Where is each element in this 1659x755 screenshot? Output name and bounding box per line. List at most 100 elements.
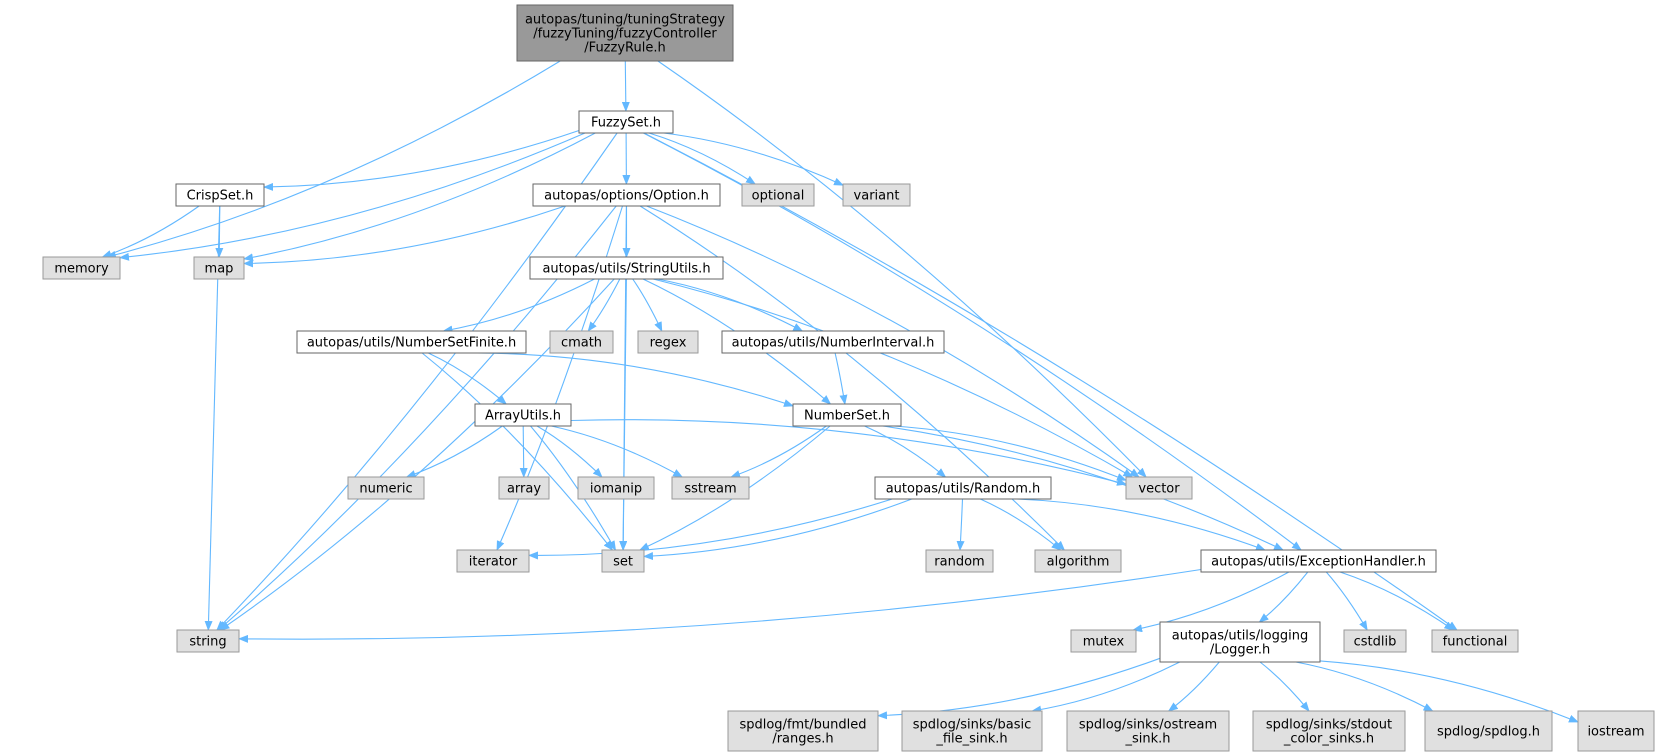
- edge-logger-to-iostream: [1319, 660, 1579, 723]
- node-label-ostream: spdlog/sinks/ostream: [1079, 718, 1217, 733]
- node-label-vector: vector: [1138, 482, 1180, 497]
- node-array: array: [498, 476, 550, 500]
- edge-numberset-to-random_h: [864, 425, 947, 478]
- node-label-variant: variant: [854, 189, 900, 204]
- node-box-mutex: [1070, 629, 1137, 653]
- node-box-array: [498, 476, 550, 500]
- edge-fuzzyset-to-variant: [663, 132, 844, 186]
- node-algorithm: algorithm: [1034, 549, 1122, 573]
- nodes-layer: autopas/tuning/tuningStrategy/fuzzyTunin…: [42, 4, 1655, 752]
- node-label-spdlog: spdlog/spdlog.h: [1437, 725, 1540, 740]
- edge-random_h-to-iterator: [528, 498, 893, 560]
- node-box-exceptionhandler: [1200, 549, 1437, 573]
- node-string: string: [176, 629, 240, 653]
- edge-stringutils-to-cmath: [587, 278, 621, 332]
- node-box-cstdlib: [1343, 629, 1407, 653]
- edge-numberset-to-vector: [893, 425, 1127, 481]
- node-sstream: sstream: [671, 476, 750, 500]
- node-label-cstdlib: cstdlib: [1354, 635, 1397, 650]
- node-label-map: map: [205, 262, 234, 277]
- node-box-variant: [842, 183, 911, 207]
- edge-fuzzyset-to-map: [243, 132, 596, 262]
- node-box-string: [176, 629, 240, 653]
- node-cmath: cmath: [549, 330, 614, 354]
- edge-random_h-to-exceptionhandler: [1016, 498, 1266, 551]
- node-label-option: autopas/options/Option.h: [544, 189, 709, 204]
- edge-stringutils-to-set: [619, 278, 628, 551]
- node-label-numberset: NumberSet.h: [804, 409, 890, 424]
- node-basicfile: spdlog/sinks/basic_file_sink.h: [901, 710, 1043, 752]
- node-label-fuzzyset: FuzzySet.h: [591, 116, 661, 131]
- edge-numberinterval-to-numberset: [834, 352, 848, 405]
- node-arrayutils[interactable]: ArrayUtils.h: [474, 403, 572, 427]
- node-fuzzyset[interactable]: FuzzySet.h: [578, 110, 674, 134]
- node-label-stdout: _color_sinks.h: [1283, 732, 1374, 747]
- node-box-regex: [637, 330, 699, 354]
- edge-logger-to-basicfile: [1031, 661, 1181, 714]
- node-random_h[interactable]: autopas/utils/Random.h: [874, 476, 1052, 500]
- node-box-cmath: [549, 330, 614, 354]
- node-label-regex: regex: [650, 336, 687, 351]
- node-box-memory: [42, 256, 121, 280]
- node-box-numberset: [792, 403, 902, 427]
- node-box-set: [601, 549, 645, 573]
- node-box-random_h: [874, 476, 1052, 500]
- node-label-root: /FuzzyRule.h: [584, 41, 665, 56]
- edge-random_h-to-set: [643, 498, 912, 561]
- node-label-mutex: mutex: [1083, 635, 1125, 650]
- node-label-ostream: _sink.h: [1124, 732, 1170, 747]
- edge-exceptionhandler-to-mutex: [1132, 571, 1290, 633]
- edge-stringutils-to-vector: [652, 278, 1134, 478]
- node-box-fuzzyset: [578, 110, 674, 134]
- edge-arrayutils-to-sstream: [551, 425, 684, 478]
- edge-exceptionhandler-to-string: [238, 568, 1202, 643]
- edge-fuzzyset-to-string: [216, 132, 618, 631]
- edge-arrayutils-to-iomanip: [536, 425, 603, 478]
- node-exceptionhandler[interactable]: autopas/utils/ExceptionHandler.h: [1200, 549, 1437, 573]
- node-random: random: [925, 549, 994, 573]
- node-label-logger: /Logger.h: [1210, 643, 1270, 658]
- edge-fuzzyset-to-exceptionhandler: [643, 132, 1302, 551]
- edge-numbersetfinite-to-set: [421, 352, 614, 551]
- node-box-crispset: [175, 183, 265, 207]
- node-box-vector: [1125, 476, 1193, 500]
- node-label-sstream: sstream: [684, 482, 736, 497]
- edge-option-to-vector: [646, 205, 1140, 478]
- edge-arrayutils-to-array: [519, 425, 528, 478]
- node-label-root: /fuzzyTuning/fuzzyController: [533, 27, 717, 42]
- node-numeric: numeric: [347, 476, 425, 500]
- edge-exceptionhandler-to-logger: [1258, 571, 1309, 623]
- node-root[interactable]: autopas/tuning/tuningStrategy/fuzzyTunin…: [516, 4, 734, 62]
- node-cstdlib: cstdlib: [1343, 629, 1407, 653]
- node-label-array: array: [507, 482, 541, 497]
- node-box-map: [193, 256, 245, 280]
- node-stringutils[interactable]: autopas/utils/StringUtils.h: [529, 256, 724, 280]
- edge-fuzzyset-to-optional: [648, 132, 756, 185]
- node-label-random: random: [934, 555, 984, 570]
- node-numbersetfinite[interactable]: autopas/utils/NumberSetFinite.h: [296, 330, 527, 354]
- node-numberset[interactable]: NumberSet.h: [792, 403, 902, 427]
- edge-numberset-to-exceptionhandler: [882, 425, 1284, 551]
- node-numberinterval[interactable]: autopas/utils/NumberInterval.h: [721, 330, 945, 354]
- edge-logger-to-ostream: [1167, 661, 1220, 712]
- node-regex: regex: [637, 330, 699, 354]
- node-iomanip: iomanip: [577, 476, 655, 500]
- edges-layer: [101, 60, 1579, 723]
- node-box-logger: [1159, 621, 1321, 663]
- node-functional: functional: [1431, 629, 1519, 653]
- node-box-spdlog: [1424, 710, 1553, 752]
- node-box-basicfile: [901, 710, 1043, 752]
- edge-arrayutils-to-vector: [570, 419, 1127, 486]
- node-option[interactable]: autopas/options/Option.h: [532, 183, 721, 207]
- edge-stringutils-to-regex: [632, 278, 663, 332]
- node-stdout: spdlog/sinks/stdout_color_sinks.h: [1252, 710, 1406, 752]
- edge-random_h-to-random: [956, 498, 965, 551]
- node-label-ranges: /ranges.h: [772, 732, 833, 747]
- node-logger[interactable]: autopas/utils/logging/Logger.h: [1159, 621, 1321, 663]
- node-crispset[interactable]: CrispSet.h: [175, 183, 265, 207]
- node-iostream: iostream: [1577, 710, 1655, 752]
- node-label-ranges: spdlog/fmt/bundled: [739, 718, 866, 733]
- node-box-numeric: [347, 476, 425, 500]
- edge-arrayutils-to-set: [530, 425, 616, 551]
- node-box-random: [925, 549, 994, 573]
